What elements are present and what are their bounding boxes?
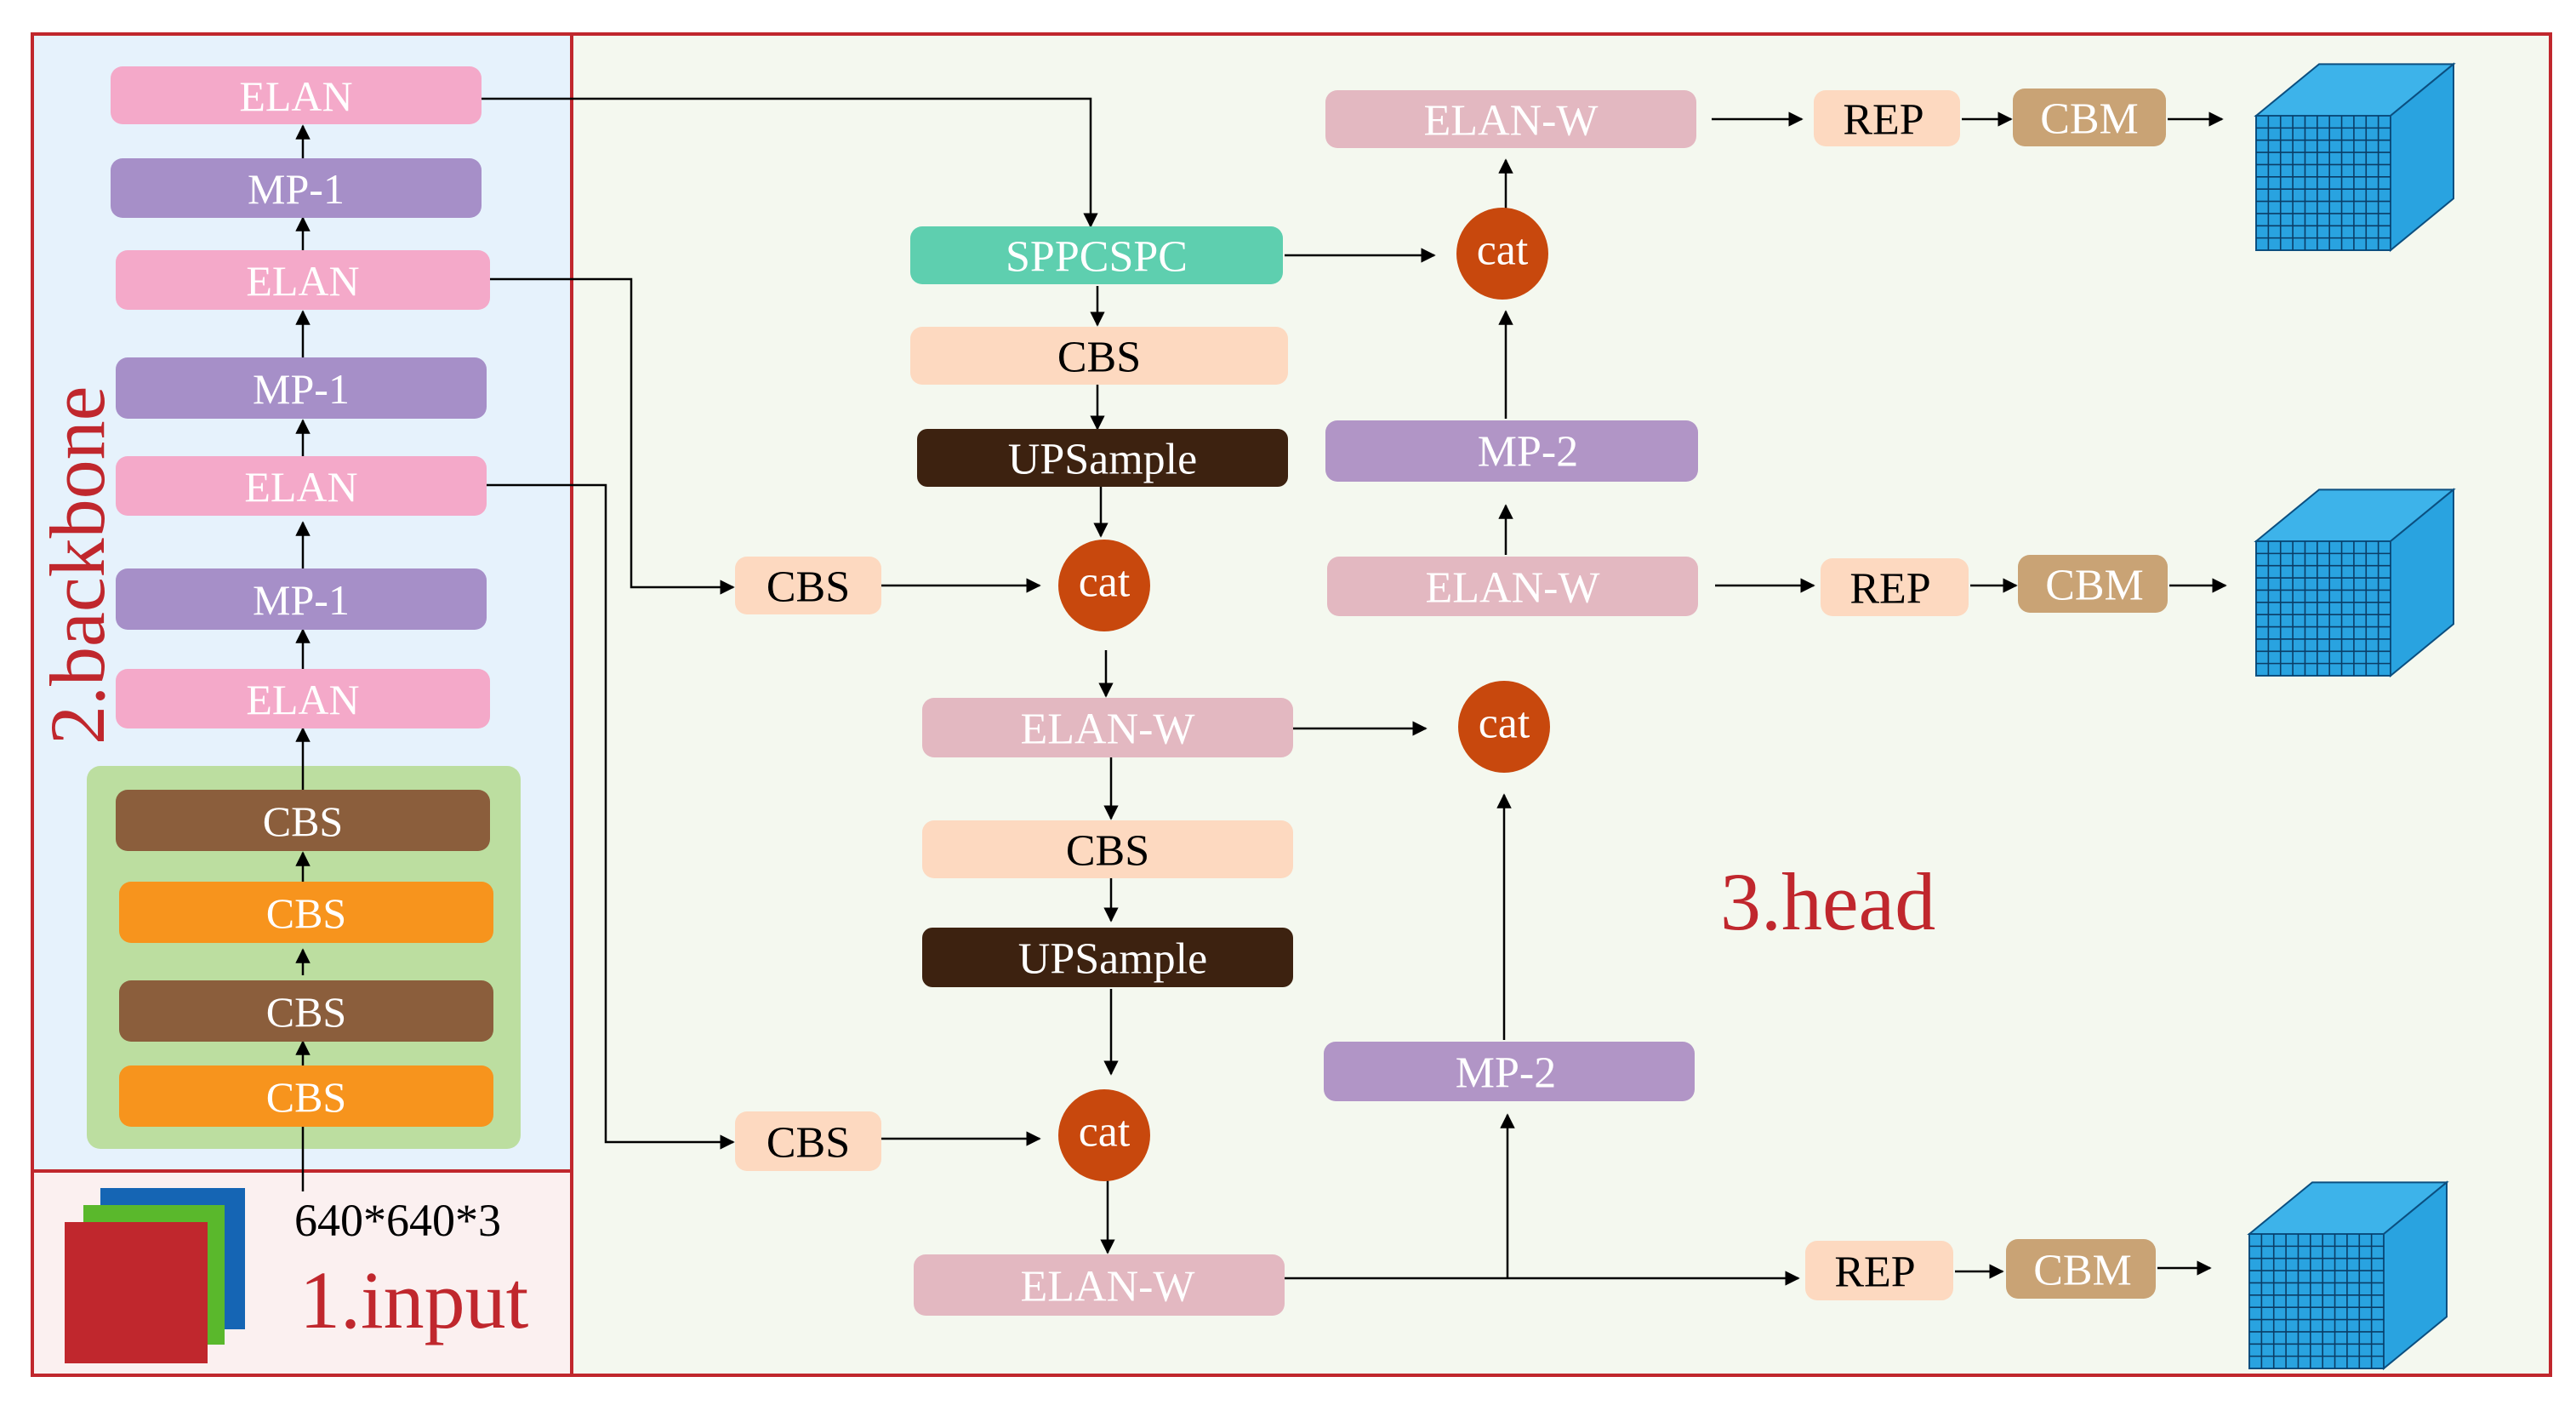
- cat-4-label: cat: [1477, 226, 1529, 275]
- backbone-mp1-3-label: MP-1: [248, 165, 345, 213]
- input-size-label: 640*640*3: [294, 1195, 501, 1246]
- output-cube-1: [2254, 62, 2456, 253]
- neck-elan-w-1-label: ELAN-W: [1020, 706, 1194, 754]
- sppcspc-block: [910, 226, 1283, 284]
- connection-lines: [482, 97, 1800, 1286]
- neck-cbs-2-label: CBS: [1066, 827, 1149, 876]
- stem-cbs-2-label: CBS: [266, 889, 347, 937]
- backbone-mp1-2-label: MP-1: [253, 365, 350, 413]
- rep-1: [1814, 90, 1960, 146]
- backbone-blocks: CBS CBS CBS CBS ELAN MP-1 ELAN MP-1 ELAN…: [111, 66, 493, 1127]
- rep-3: [1805, 1241, 1953, 1300]
- stem-cbs-4-label: CBS: [266, 1073, 347, 1121]
- cbm-3: [2006, 1239, 2156, 1299]
- cat-1: [1058, 540, 1150, 631]
- input-section-label: 1.input: [299, 1254, 529, 1345]
- backbone-elan-4-label: ELAN: [239, 72, 352, 120]
- backbone-section-label: 2.backbone: [34, 386, 121, 745]
- cat-4: [1456, 208, 1548, 300]
- head-pan-column: MP-2 cat ELAN-W MP-2 cat ELAN-W: [1324, 90, 1698, 1101]
- neck-cbs-1: [910, 327, 1288, 385]
- stem-cbs-1: [116, 790, 490, 851]
- cbm-2-label: CBM: [2045, 562, 2144, 610]
- rep-2: [1821, 558, 1969, 616]
- upsample-1-label: UPSample: [1008, 436, 1197, 484]
- upsample-2-label: UPSample: [1018, 935, 1207, 984]
- pan-elan-w-1-label: ELAN-W: [1425, 564, 1599, 613]
- pan-elan-w-2-label: ELAN-W: [1423, 97, 1598, 146]
- output-cube-2: [2254, 488, 2456, 678]
- upsample-2: [922, 928, 1293, 987]
- cube-front-face: [2255, 115, 2391, 251]
- cat-3: [1458, 681, 1550, 773]
- backbone-elan-4: [111, 66, 482, 124]
- stem-cbs-4: [119, 1065, 493, 1127]
- backbone-elan-2-label: ELAN: [244, 463, 357, 511]
- output-cube-3: [2247, 1180, 2449, 1371]
- rep-3-label: REP: [1834, 1248, 1915, 1297]
- pan-elan-w-2: [1325, 90, 1696, 148]
- cbm-2: [2018, 555, 2168, 613]
- head-outputs: REP CBM REP CBM REP CBM: [1805, 89, 2168, 1300]
- neck-elan-w-2-label: ELAN-W: [1020, 1263, 1194, 1311]
- pan-mp2-2-label: MP-2: [1478, 428, 1578, 477]
- lateral-cbs-1-label: CBS: [767, 563, 850, 612]
- neck-cbs-2: [922, 820, 1293, 878]
- cat-1-label: cat: [1079, 558, 1131, 607]
- cat-2: [1058, 1089, 1150, 1181]
- backbone-mp1-2: [116, 357, 487, 419]
- stem-cbs-3: [119, 980, 493, 1042]
- pan-mp2-1: [1324, 1042, 1695, 1101]
- output-feature-maps: [2247, 62, 2456, 1371]
- cube-front-face: [2248, 1233, 2385, 1369]
- input-image-icon: [65, 1188, 245, 1363]
- backbone-elan-3: [116, 250, 490, 310]
- head-neck-column: SPPCSPC CBS UPSample CBS cat ELAN-W CBS …: [735, 226, 1293, 1316]
- head-section: [570, 32, 2552, 1377]
- pan-mp2-1-label: MP-2: [1456, 1049, 1556, 1098]
- head-arrows: [881, 111, 2227, 1279]
- lateral-cbs-2-label: CBS: [767, 1119, 850, 1168]
- cbm-1-label: CBM: [2040, 95, 2139, 144]
- neck-cbs-1-label: CBS: [1057, 334, 1141, 382]
- lateral-cbs-2: [735, 1111, 881, 1171]
- neck-elan-w-1: [922, 698, 1293, 757]
- neck-elan-w-2: [914, 1254, 1285, 1316]
- cube-front-face: [2255, 540, 2391, 677]
- pan-elan-w-1: [1327, 557, 1698, 616]
- pan-mp2-2: [1325, 420, 1698, 482]
- cbm-3-label: CBM: [2033, 1247, 2132, 1295]
- lateral-cbs-1: [735, 557, 881, 614]
- backbone-elan-3-label: ELAN: [246, 257, 359, 305]
- stem-cbs-2: [119, 882, 493, 943]
- stem-cbs-3-label: CBS: [266, 988, 347, 1036]
- upsample-1: [917, 429, 1288, 487]
- backbone-mp1-1-label: MP-1: [253, 576, 350, 624]
- backbone-mp1-1: [116, 568, 487, 630]
- stem-cbs-1-label: CBS: [263, 797, 344, 845]
- cat-3-label: cat: [1479, 700, 1530, 748]
- head-section-label: 3.head: [1720, 856, 1935, 947]
- backbone-elan-1: [116, 669, 490, 728]
- cat-2-label: cat: [1079, 1108, 1131, 1157]
- sppcspc-label: SPPCSPC: [1006, 233, 1188, 282]
- rep-2-label: REP: [1849, 565, 1930, 614]
- backbone-elan-2: [116, 456, 487, 516]
- backbone-mp1-3: [111, 158, 482, 218]
- rep-1-label: REP: [1843, 96, 1923, 145]
- section-labels: 1.input 640*640*3 3.head 2.backbone: [34, 386, 1935, 1345]
- cbm-1: [2013, 89, 2166, 146]
- backbone-elan-1-label: ELAN: [246, 676, 359, 723]
